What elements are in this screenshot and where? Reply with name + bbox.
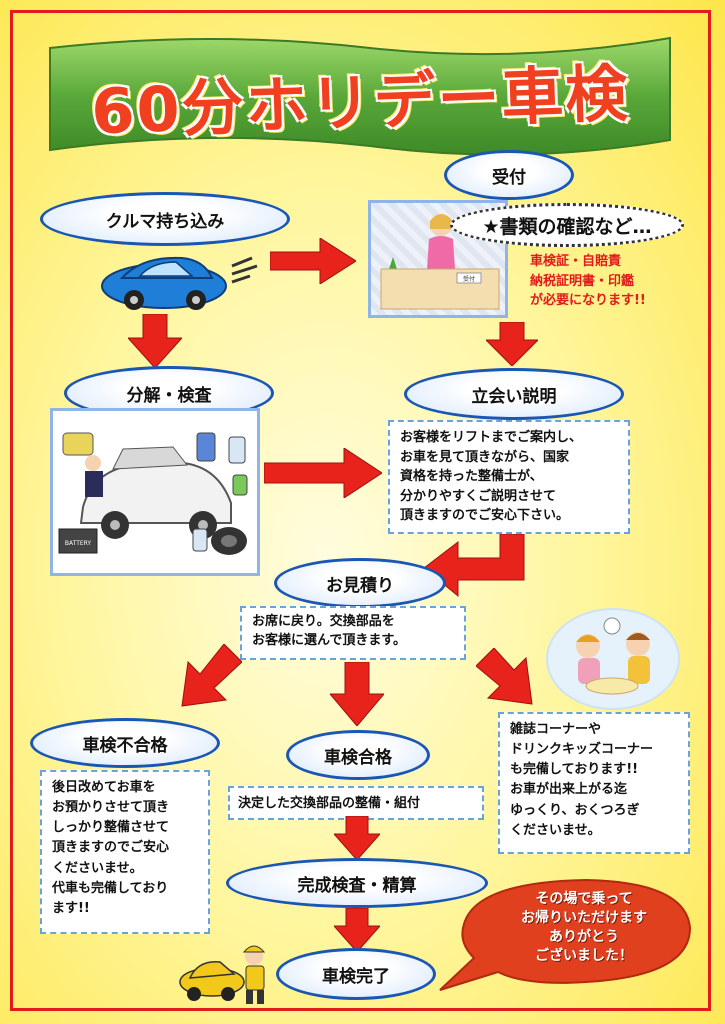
arrow-down-4 xyxy=(334,908,380,952)
arrow-down-1 xyxy=(128,314,182,368)
arrow-diag-right xyxy=(476,648,533,705)
step-final: 完成検査・精算 xyxy=(226,858,488,908)
pass-box: 決定した交換部品の整備・組付 xyxy=(228,786,484,820)
arrow-right-1 xyxy=(270,238,356,284)
docs-required-text: 車検証・自賠責 納税証明書・印鑑 が必要になります!! xyxy=(530,254,646,308)
arrow-right-2 xyxy=(264,448,382,498)
thanks-text: その場で乗って お帰りいただけます ありがとう ございました！ xyxy=(521,891,647,964)
lounge-box: 雑誌コーナーや ドリンクキッズコーナー も完備しております!! お車が出来上がる… xyxy=(498,712,690,854)
step-pass: 車検合格 xyxy=(286,730,430,780)
docs-check-bubble: ★書類の確認など… xyxy=(450,203,684,247)
reception-sign: 受付 xyxy=(463,275,475,283)
step-bring-car: クルマ持ち込み xyxy=(40,192,290,246)
explanation-box: お客様をリフトまでご案内し、 お車を見て頂きながら、国家 資格を持った整備士が、… xyxy=(388,420,630,534)
step-explanation: 立会い説明 xyxy=(404,368,624,420)
step-reception: 受付 xyxy=(444,150,574,200)
arrow-down-2 xyxy=(486,322,538,366)
mechanic-car-illustration xyxy=(179,945,266,1004)
title-banner xyxy=(49,36,671,156)
fail-box: 後日改めてお車を お預かりさせて頂き しっかり整備させて 頂きますのでご安心 く… xyxy=(40,770,210,934)
arrow-diag-left xyxy=(181,644,242,707)
thanks-bubble-shape xyxy=(439,878,692,991)
lounge-image xyxy=(546,608,680,710)
car-illustration xyxy=(101,256,258,310)
step-fail: 車検不合格 xyxy=(30,718,220,768)
battery-label: BATTERY xyxy=(65,540,92,547)
estimate-box: お席に戻り。交換部品を お客様に選んで頂きます。 xyxy=(240,606,466,660)
arrow-down-3 xyxy=(334,816,380,860)
step-complete: 車検完了 xyxy=(276,948,436,1000)
garage-image: BATTERY xyxy=(50,408,260,576)
arrow-down-mid xyxy=(330,662,384,726)
docs-check-text: ★書類の確認など… xyxy=(482,215,652,238)
page-border xyxy=(10,10,711,1011)
step-estimate: お見積り xyxy=(274,558,446,608)
